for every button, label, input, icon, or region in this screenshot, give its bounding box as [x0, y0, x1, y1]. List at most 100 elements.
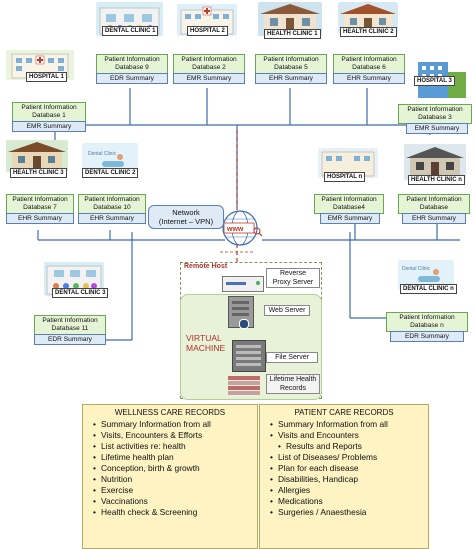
- db-line-2: Database 6: [352, 64, 386, 71]
- list-item: Allergies: [270, 485, 428, 496]
- db-health-clinic-2: Patient Information Database 6: [333, 54, 405, 74]
- patient-list: Summary Information from all Visits and …: [260, 419, 428, 518]
- db-line-1: Patient Information: [263, 56, 319, 63]
- db-line-1: Patient Information: [104, 56, 160, 63]
- health-clinic-n-picture: [404, 144, 466, 180]
- db-line-2: Database 11: [51, 325, 89, 332]
- svg-text:Dental Clinic: Dental Clinic: [402, 266, 431, 272]
- db-line-1: Patient Information: [12, 196, 68, 203]
- db-line-1: Patient Information: [407, 106, 463, 113]
- vm-line-2: MACHINE: [186, 343, 226, 353]
- summary-hospital-n: EMR Summary: [320, 213, 380, 224]
- health-clinic-n-label: HEALTH CLINIC n: [408, 175, 465, 185]
- db-line-2: Database4: [333, 204, 365, 211]
- list-item: Plan for each disease: [270, 463, 428, 474]
- summary-dental-clinic-n: EDR Summary: [390, 331, 464, 342]
- patient-care-records-panel: PATIENT CARE RECORDS Summary Information…: [259, 404, 429, 549]
- db-line-2: Database 3: [418, 114, 452, 121]
- remote-host-title: Remote Host: [184, 263, 228, 270]
- wellness-title: WELLNESS CARE RECORDS: [114, 408, 226, 417]
- db-health-clinic-3: Patient Information Database 7: [6, 194, 74, 214]
- wellness-care-records-panel: WELLNESS CARE RECORDS Summary Informatio…: [82, 404, 258, 549]
- summary-dental-clinic-3: EDR Summary: [34, 334, 106, 345]
- db-dental-clinic-3: Patient Information Database 11: [34, 315, 106, 335]
- db-line-1: Patient Information: [406, 196, 462, 203]
- summary-health-clinic-3: EHR Summary: [6, 213, 74, 224]
- network-label-line-2: (Internet – VPN): [158, 217, 214, 226]
- health-clinic-2-label: HEALTH CLINIC 2: [340, 27, 397, 37]
- db-line-1: Patient Information: [21, 104, 77, 111]
- list-item: Summary Information from all: [270, 419, 428, 430]
- db-line-2: Database 9: [115, 64, 149, 71]
- database-icon: [226, 374, 262, 396]
- list-item: List of Diseases/ Problems: [270, 452, 428, 463]
- lifetime-records-label: Lifetime Health Records: [266, 374, 320, 394]
- proxy-line-2: Proxy Server: [272, 279, 314, 286]
- virtual-machine-label: VIRTUAL MACHINE: [186, 333, 225, 353]
- dental-clinic-1-label: DENTAL CLINIC 1: [102, 26, 159, 36]
- summary-hospital-1: EMR Summary: [12, 121, 86, 132]
- file-server-icon: [232, 340, 266, 372]
- db-line-1: Patient Information: [42, 317, 98, 324]
- proxy-server-icon: [222, 276, 264, 292]
- list-item: List activities re: health: [93, 441, 257, 452]
- hospital-2-label: HOSPITAL 2: [187, 26, 228, 36]
- web-server-icon: [228, 296, 254, 329]
- list-item: Surgeries / Anaesthesia: [270, 507, 428, 518]
- health-clinic-1-label: HEALTH CLINIC 1: [264, 29, 321, 39]
- db-hospital-3: Patient Information Database 3: [398, 104, 472, 124]
- db-health-clinic-1: Patient Information Database 5: [255, 54, 327, 74]
- db-health-clinic-n: Patient Information Database: [398, 194, 470, 214]
- db-dental-clinic-2: Patient Information Database 10: [78, 194, 146, 214]
- summary-health-clinic-1: EHR Summary: [255, 73, 327, 84]
- hospital-3-label: HOSPITAL 3: [414, 76, 455, 86]
- db-line-2: Database 7: [23, 204, 57, 211]
- list-item: Medications: [270, 496, 428, 507]
- db-line-2: Database 10: [93, 204, 131, 211]
- list-item: Visits and Encounters: [270, 430, 428, 441]
- list-item: Vaccinations: [93, 496, 257, 507]
- dental-clinic-2-label: DENTAL CLINIC 2: [82, 168, 139, 178]
- svg-text:www: www: [226, 226, 244, 233]
- network-label-line-1: Network: [172, 208, 200, 217]
- lifetime-line-2: Records: [279, 385, 307, 392]
- db-line-1: Patient Information: [399, 314, 455, 321]
- db-line-1: Patient Information: [181, 56, 237, 63]
- list-item: Nutrition: [93, 474, 257, 485]
- lifetime-line-1: Lifetime Health: [269, 376, 317, 383]
- db-line-2: Database 1: [32, 112, 66, 119]
- db-line-2: Database 2: [192, 64, 226, 71]
- list-item: Visits, Encounters & Efforts: [93, 430, 257, 441]
- list-item: Health check & Screening: [93, 507, 257, 518]
- web-server-label: Web Server: [264, 305, 310, 316]
- db-hospital-2: Patient Information Database 2: [173, 54, 245, 74]
- db-line-1: Patient Information: [341, 56, 397, 63]
- list-item: Lifetime health plan: [93, 452, 257, 463]
- svg-text:Dental Clinic: Dental Clinic: [88, 151, 117, 157]
- vm-line-1: VIRTUAL: [186, 333, 222, 343]
- list-item: Results and Reports: [270, 441, 428, 452]
- summary-health-clinic-2: EHR Summary: [333, 73, 405, 84]
- network-label: Network (Internet – VPN): [148, 205, 224, 229]
- db-hospital-n: Patient Information Database4: [314, 194, 384, 214]
- file-server-label: File Server: [266, 352, 318, 363]
- list-item: Exercise: [93, 485, 257, 496]
- dental-clinic-n-label: DENTAL CLINIC n: [400, 284, 457, 294]
- wellness-list: Summary Information from all Visits, Enc…: [83, 419, 257, 518]
- list-item: Conception, birth & growth: [93, 463, 257, 474]
- health-clinic-3-label: HEALTH CLINIC 3: [10, 168, 67, 178]
- summary-hospital-3: EMR Summary: [406, 123, 468, 134]
- summary-health-clinic-n: EHR Summary: [402, 213, 466, 224]
- db-dental-clinic-n: Patient Information Database n: [386, 312, 468, 332]
- list-item: Disabilities, Handicap: [270, 474, 428, 485]
- patient-title: PATIENT CARE RECORDS: [294, 408, 394, 417]
- globe-icon: www: [222, 210, 263, 246]
- db-line-1: Patient Information: [84, 196, 140, 203]
- db-dental-clinic-1: Patient Information Database 9: [96, 54, 168, 74]
- hospital-n-label: HOSPITAL n: [324, 172, 366, 182]
- dental-clinic-3-label: DENTAL CLINIC 3: [52, 288, 109, 298]
- db-hospital-1: Patient Information Database 1: [12, 102, 86, 122]
- db-line-2: Database n: [410, 322, 444, 329]
- summary-dental-clinic-1: EDR Summary: [96, 73, 168, 84]
